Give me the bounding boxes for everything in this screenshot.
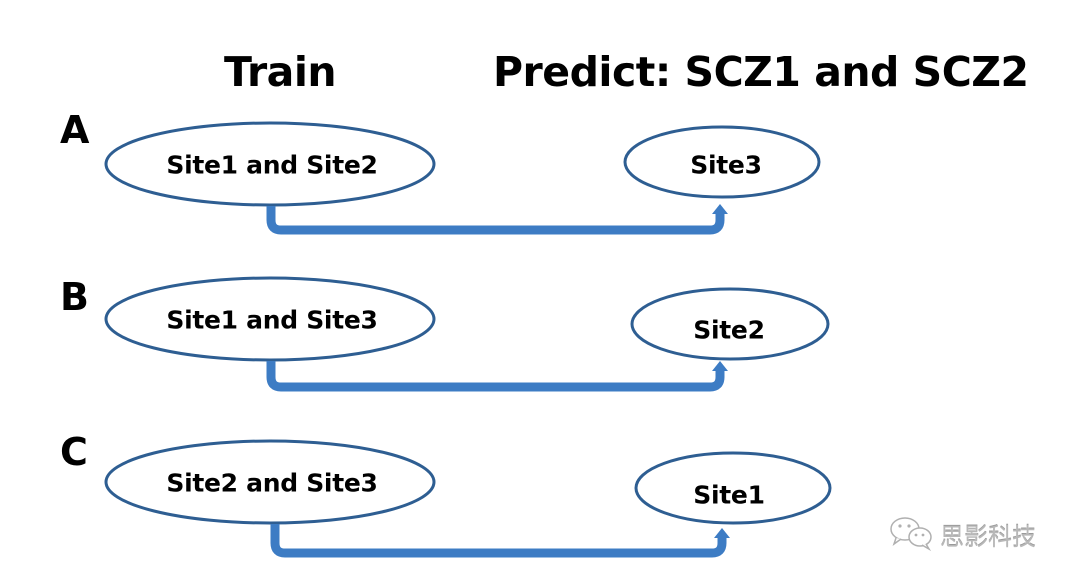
predict-heading: Predict: SCZ1 and SCZ2 [493,48,1029,96]
watermark-text: 思影科技 [940,522,1036,551]
row-label-b: B [60,275,89,319]
train-node-c: Site2 and Site3 [166,468,378,498]
connector-arrow [266,206,725,235]
connector-arrow [266,361,725,392]
train-node-b: Site1 and Site3 [166,305,378,335]
row-b-shapes [104,276,830,392]
connector-arrow [270,524,727,558]
row-label-c: C [60,430,88,474]
train-ellipse [104,121,436,207]
train-ellipse [104,276,436,362]
predict-node-b: Site2 [693,315,765,345]
predict-ellipse [634,451,832,525]
row-label-a: A [60,108,90,152]
predict-node-a: Site3 [690,150,762,180]
arrowhead [714,528,730,538]
predict-node-c: Site1 [693,480,765,510]
predict-ellipse [623,125,821,199]
watermark: 思影科技 [888,515,1036,553]
train-heading: Train [224,48,337,96]
arrowhead [712,204,728,214]
row-c-shapes [104,439,832,558]
arrowhead [712,361,728,371]
predict-ellipse [630,287,830,361]
train-node-a: Site1 and Site2 [166,150,378,180]
train-ellipse [104,439,436,525]
wechat-icon [890,517,932,552]
row-a-shapes [104,121,821,235]
